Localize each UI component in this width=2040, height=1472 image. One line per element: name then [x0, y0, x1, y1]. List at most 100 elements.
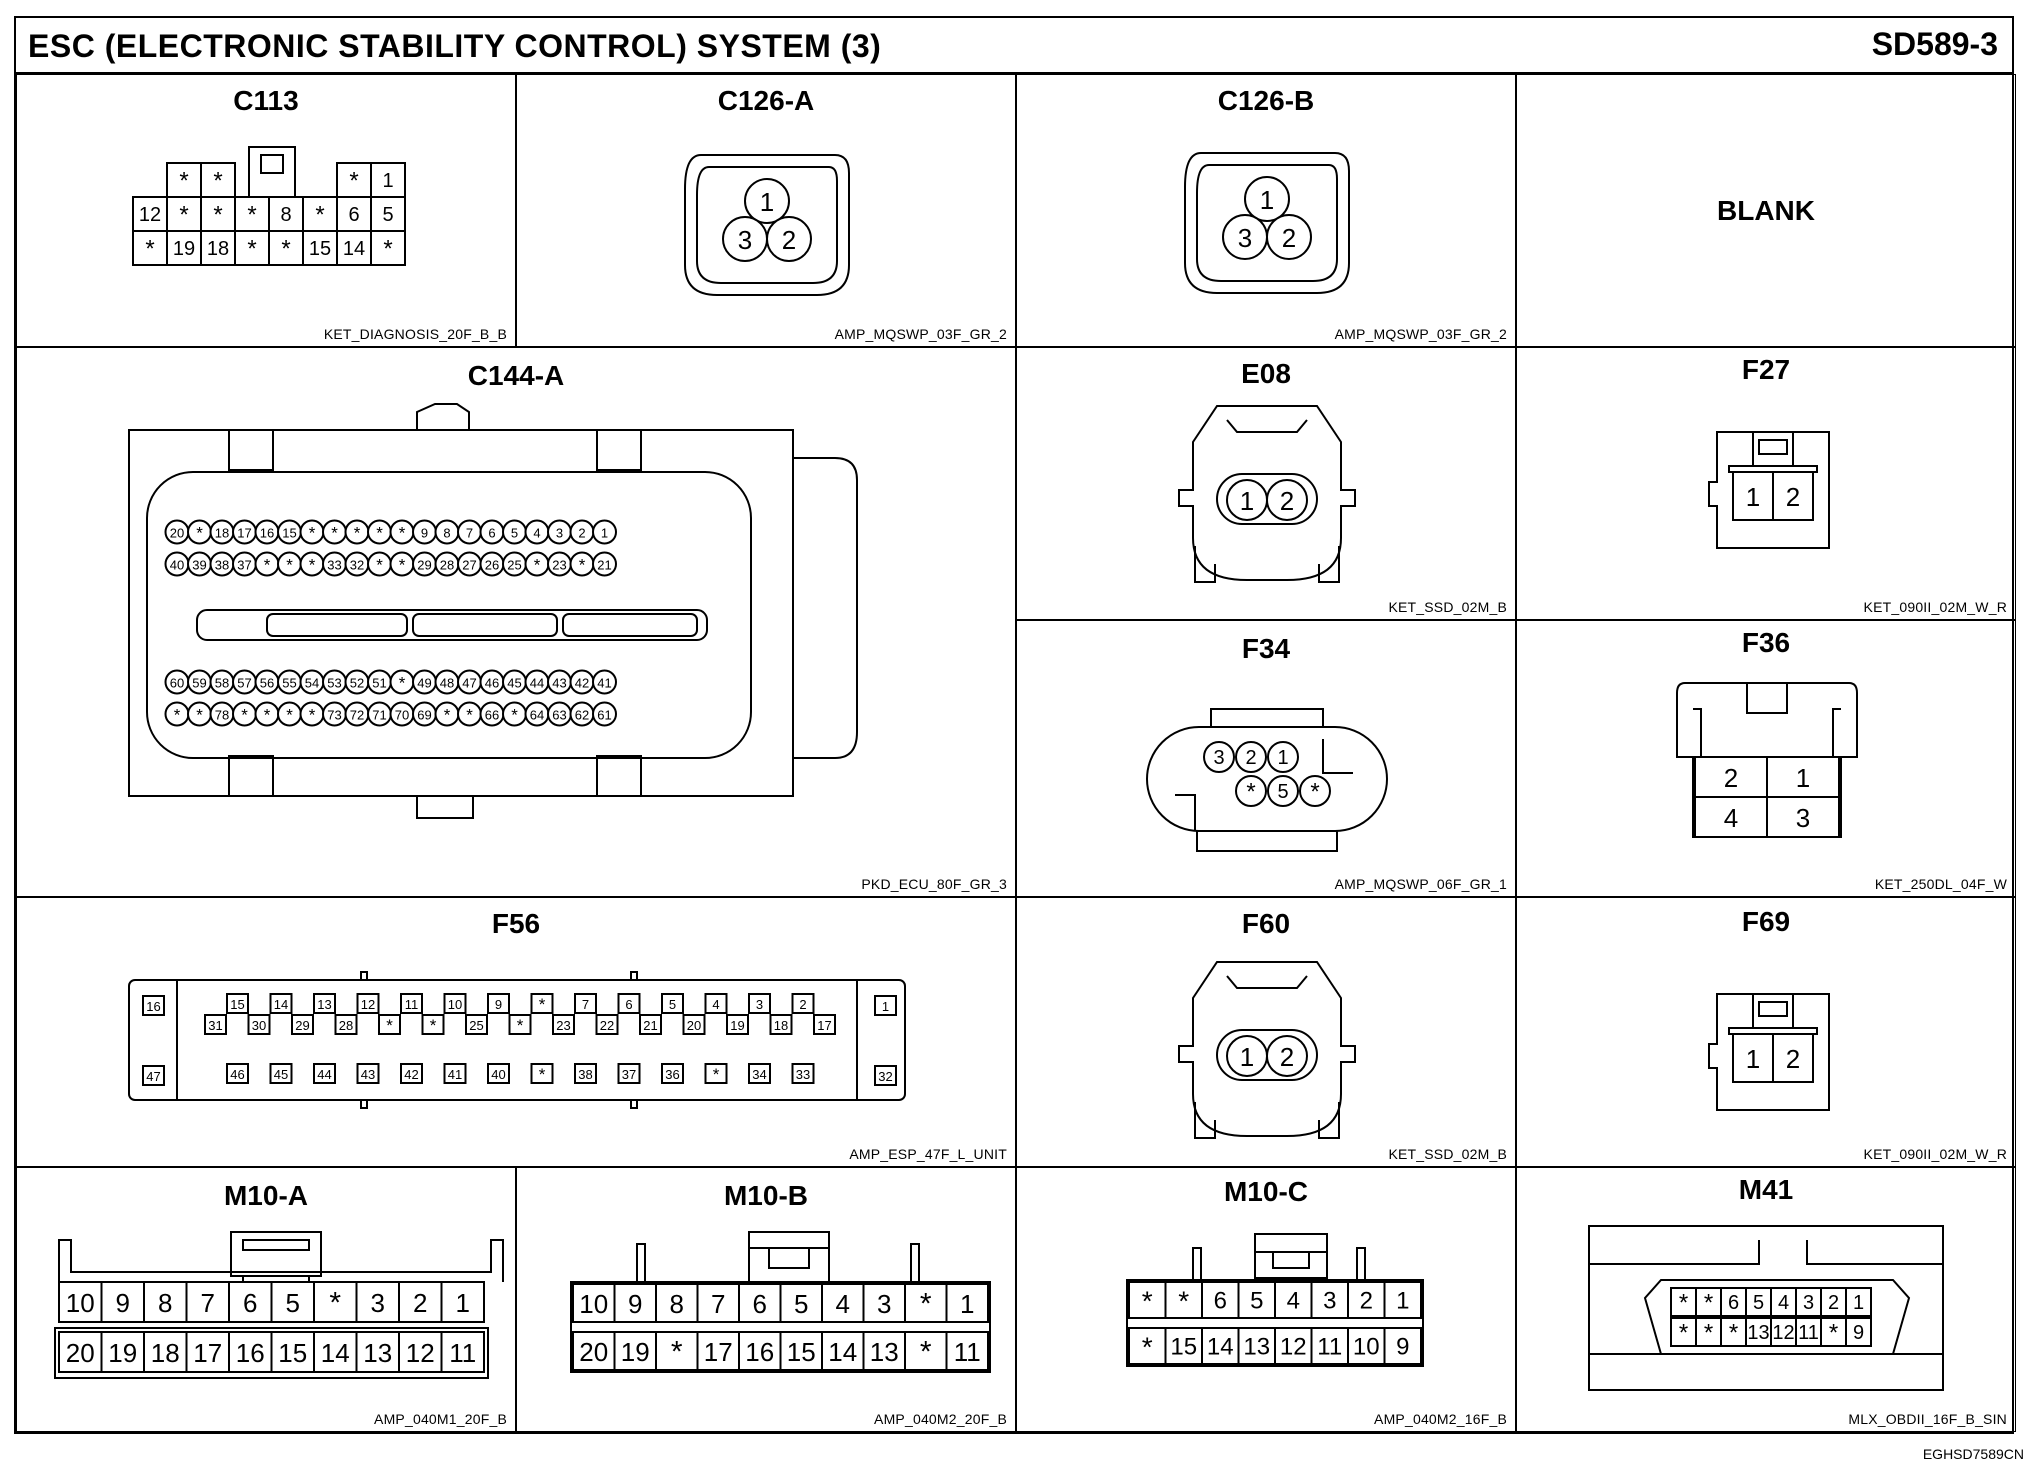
pin-label: 46: [230, 1067, 244, 1082]
pin-cell: [1772, 471, 1814, 521]
pin-label: 30: [252, 1018, 266, 1033]
pin-label: 28: [440, 558, 454, 573]
pin-label: 19: [173, 238, 195, 260]
pin-label: 3: [756, 997, 763, 1012]
pin-label: *: [1246, 779, 1255, 806]
pin-label: 1: [1746, 482, 1760, 512]
pin-label: 1: [601, 526, 608, 541]
pin-cell: [574, 1063, 597, 1084]
pin-label: 32: [350, 558, 364, 573]
pin-label: *: [534, 556, 541, 575]
pin-label: 4: [1778, 1292, 1789, 1314]
pin-label: 21: [643, 1018, 657, 1033]
pin-cell: [487, 1063, 510, 1084]
pin-label: 12: [1280, 1334, 1307, 1361]
pin-label: *: [241, 706, 248, 725]
latch-window: [242, 1239, 310, 1251]
connector-title: M10-B: [723, 1180, 808, 1211]
latch-window: [1758, 1001, 1788, 1017]
connector-title: F34: [1241, 633, 1291, 664]
part-number: AMP_MQSWP_06F_GR_1: [1334, 876, 1507, 892]
connector-title: C126-A: [717, 85, 815, 116]
pin-cell: [1766, 796, 1840, 838]
connector-title: M10-C: [1223, 1176, 1308, 1207]
pin-label: 13: [317, 997, 331, 1012]
pin-label: 1: [382, 170, 393, 192]
pin-cell: [1310, 1327, 1349, 1365]
pin-cell: [1732, 1033, 1774, 1083]
leg-left: [1194, 546, 1216, 583]
pin-cell: [766, 216, 812, 262]
pin-cell: [228, 1281, 273, 1323]
pin-label: 11: [405, 997, 419, 1012]
pin-cell: [738, 1331, 782, 1371]
pin-label: 9: [116, 1288, 130, 1318]
part-number: AMP_040M2_16F_B: [1374, 1411, 1507, 1427]
pin-label: *: [331, 524, 338, 543]
pin-label: 14: [1207, 1334, 1234, 1361]
pin-label: 14: [274, 997, 288, 1012]
pin-label: 63: [552, 708, 566, 723]
pin-cell: [228, 1331, 273, 1373]
pin-label: 3: [1238, 223, 1252, 253]
pin-label: 11: [1317, 1334, 1342, 1361]
trapezoid-shell: [1643, 1279, 1911, 1355]
pin-cell: [904, 1283, 948, 1323]
pin-label: 16: [745, 1337, 774, 1367]
pin-label: *: [386, 1016, 393, 1035]
housing-rails: [58, 1239, 504, 1282]
pin-cell: [1694, 796, 1768, 838]
pin-label: 18: [151, 1338, 180, 1368]
pin-label: 39: [192, 558, 206, 573]
pin-cell: [1695, 1287, 1722, 1317]
pin-label: *: [539, 995, 546, 1014]
pin-label: 12: [1772, 1322, 1794, 1344]
row-frame: [570, 1281, 991, 1373]
pin-label: 10: [579, 1289, 608, 1319]
pin-label: 6: [1214, 1288, 1227, 1315]
pin-cell: [1347, 1281, 1386, 1319]
pin-cell: [821, 1283, 865, 1323]
pin-cell: [592, 669, 617, 695]
pin-label: *: [579, 556, 586, 575]
connector-title: F60: [1241, 908, 1291, 939]
inner-wall: [1322, 739, 1353, 774]
housing-outline: [260, 154, 284, 174]
pin-cell: [443, 993, 467, 1014]
guide-post: [910, 1243, 920, 1285]
pin-label: 1: [1277, 747, 1288, 769]
pin-label: *: [354, 524, 361, 543]
pin-cell: [945, 1331, 989, 1371]
pin-label: *: [179, 202, 188, 229]
pin-cell: [166, 162, 202, 198]
pin-label: 9: [628, 1289, 642, 1319]
pin-cell: [1732, 471, 1774, 521]
pin-cell: [592, 701, 617, 727]
pin-cell: [1235, 741, 1267, 773]
pin-label: 6: [753, 1289, 767, 1319]
pin-label: *: [1704, 1320, 1713, 1347]
pin-label: *: [309, 706, 316, 725]
pin-label: 44: [530, 676, 544, 691]
sheet-code: SD589-3: [1871, 26, 1998, 62]
pin-label: 3: [1213, 747, 1224, 769]
pin-cell: [1244, 176, 1290, 222]
housing-outline: [1708, 431, 1830, 549]
pin-label: 40: [491, 1067, 505, 1082]
pin-label: 33: [327, 558, 341, 573]
pin-label: *: [713, 1065, 720, 1084]
guide-post: [1192, 1247, 1202, 1283]
pin-label: 3: [556, 526, 563, 541]
pin-label: 56: [260, 676, 274, 691]
pin-cell: [574, 993, 597, 1014]
pin-label: *: [383, 236, 392, 263]
pin-label: 10: [66, 1288, 95, 1318]
guide-post: [1356, 1247, 1366, 1283]
